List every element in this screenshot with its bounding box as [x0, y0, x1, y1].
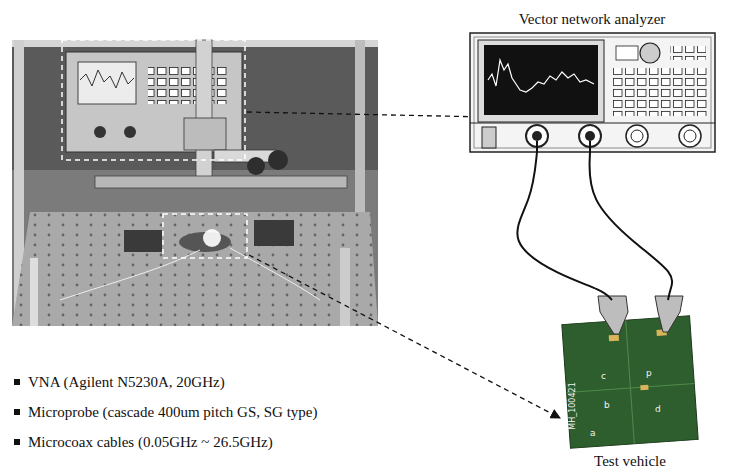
lab-photo [268, 150, 288, 170]
pointer-arrow [247, 112, 560, 418]
node-caption: Test vehicle [590, 450, 670, 472]
lab-photo [30, 258, 38, 326]
pointer-arrow [249, 255, 560, 418]
analyzer-drawing [488, 60, 594, 92]
pointer-arrow [247, 112, 488, 117]
test-vehicle: Test vehicle [555, 300, 705, 472]
board-marking: d [655, 404, 661, 414]
lab-photo [184, 118, 226, 150]
board-marking-slot: MH_100421 [561, 382, 579, 429]
analyzer-drawing [536, 141, 538, 152]
lab-photo [124, 230, 162, 252]
lab-photo [196, 40, 212, 180]
board-marking-slot: d [655, 398, 661, 416]
bullet-mark [14, 409, 20, 415]
bullet-mark [14, 379, 20, 445]
analyzer-drawing [589, 141, 591, 152]
analyzer-drawing [482, 127, 496, 148]
highlight-box [62, 40, 247, 258]
lab-photo [203, 229, 221, 247]
spec-item-slot: VNA (Agilent N5230A, 20GHz) [28, 373, 225, 391]
board-marking-slot: a [590, 422, 596, 440]
lab-photo [340, 248, 350, 326]
spec-item-slot: Microprobe (cascade 400um pitch GS, SG t… [28, 403, 318, 421]
lab-photo [78, 62, 136, 104]
spec-item: Microprobe (cascade 400um pitch GS, SG t… [28, 404, 318, 420]
analyzer-drawing [532, 131, 542, 141]
lab-photo [148, 64, 228, 104]
highlight-box [62, 40, 245, 160]
lab-photo [12, 40, 378, 326]
bullet-mark [14, 439, 20, 445]
lab-photo [124, 126, 136, 138]
node-caption: Vector network analyzer [515, 8, 670, 30]
lab-photo [254, 220, 294, 246]
spec-item: VNA (Agilent N5230A, 20GHz) [28, 374, 225, 390]
lab-photo [12, 40, 378, 326]
coax-cable [517, 152, 612, 300]
lab-photo [80, 70, 134, 88]
analyzer-drawing [612, 68, 708, 116]
lab-photo [94, 126, 106, 138]
test-board [640, 385, 648, 391]
analyzer-drawing [478, 40, 604, 122]
lab-photo [66, 52, 242, 152]
analyzer-drawing [585, 131, 595, 141]
board-marking-slot: p [646, 362, 652, 380]
spec-item-slot: Microcoax cables (0.05GHz ~ 26.5GHz) [28, 433, 273, 451]
analyzer-drawing [616, 46, 638, 60]
probe-arm [655, 296, 683, 332]
board-marking: a [590, 428, 596, 438]
test-board [562, 316, 698, 449]
analyzer-drawing [640, 43, 660, 63]
lab-photo [12, 212, 378, 326]
lab-photo [12, 40, 378, 47]
lab-photo [95, 176, 347, 188]
test-board [609, 335, 619, 342]
analyzer-drawing [670, 46, 706, 60]
analyzer-drawing [626, 125, 648, 147]
test-board [562, 316, 698, 449]
analyzer-drawing [631, 130, 643, 142]
lab-photo [230, 248, 320, 300]
lab-photo [12, 40, 378, 170]
analyzer-drawing [684, 130, 696, 142]
lab-photo [247, 157, 265, 175]
lab-photo [60, 250, 200, 300]
analyzer-drawing [484, 45, 598, 115]
spec-item: Microcoax cables (0.05GHz ~ 26.5GHz) [28, 434, 273, 450]
analyzer-unit: Vector network analyzer [462, 8, 722, 152]
analyzer-drawing [470, 33, 715, 152]
probe-arm [598, 296, 683, 334]
board-marking: MH_100421 [568, 382, 577, 429]
analyzer-drawing [470, 123, 715, 124]
highlight-box [163, 214, 247, 258]
lab-photo [12, 212, 378, 326]
board-marking-slot: c [601, 365, 606, 383]
analyzer-drawing [679, 125, 701, 147]
board-marking: b [604, 400, 610, 410]
analyzer-drawing [474, 37, 711, 148]
bullet-mark [14, 379, 20, 385]
board-marking: p [646, 368, 652, 378]
analyzer-drawing [470, 33, 715, 152]
board-marking: c [601, 371, 606, 381]
probe-arm [598, 296, 628, 334]
board-marking-slot: b [604, 394, 610, 412]
test-board [626, 320, 635, 444]
coax-cable [589, 152, 672, 300]
